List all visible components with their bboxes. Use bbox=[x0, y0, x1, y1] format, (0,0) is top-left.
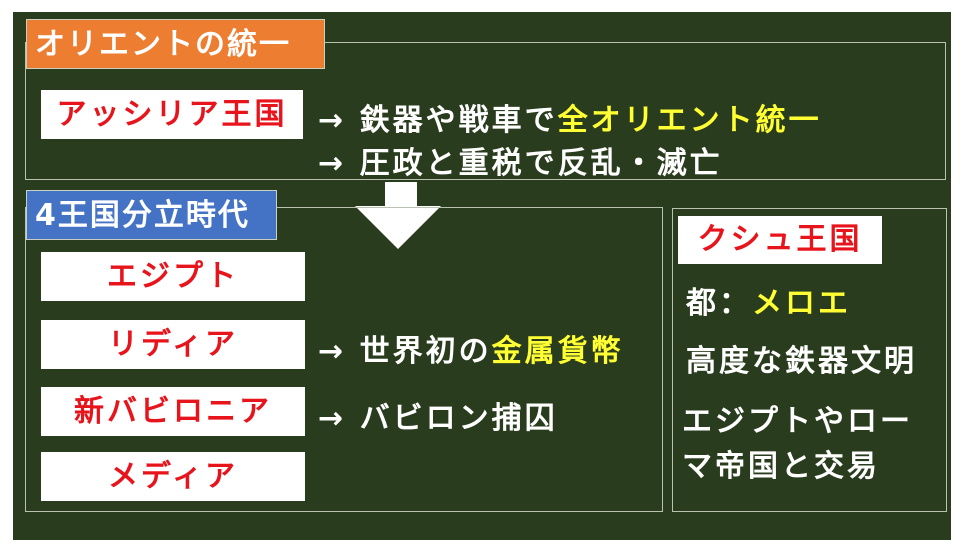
section-kush-frame bbox=[672, 208, 947, 512]
kingdom-lydia: リディア bbox=[41, 320, 305, 369]
kush-note-iron: 高度な鉄器文明 bbox=[686, 344, 917, 379]
assyria-note-1-highlight: 全オリエント統一 bbox=[557, 103, 822, 138]
assyria-label: アッシリア王国 bbox=[41, 90, 303, 139]
kush-capital-label: 都： bbox=[686, 286, 752, 321]
section-unification-title: オリエントの統一 bbox=[26, 19, 325, 69]
section-four-kingdoms-title: 4王国分立時代 bbox=[26, 190, 277, 240]
down-arrow-icon bbox=[355, 182, 441, 249]
babylonia-note: → バビロン捕囚 bbox=[318, 401, 558, 436]
kingdom-media: メディア bbox=[41, 452, 305, 501]
assyria-note-2: → 圧政と重税で反乱・滅亡 bbox=[318, 146, 723, 181]
lydia-note-highlight: 金属貨幣 bbox=[491, 334, 624, 369]
section-unification-frame bbox=[25, 42, 946, 180]
lydia-note-text: → 世界初の bbox=[318, 334, 492, 369]
kush-note-trade-1: エジプトやロー bbox=[682, 404, 913, 439]
kush-capital-name: メロエ bbox=[752, 286, 851, 321]
lydia-note: → 世界初の金属貨幣 bbox=[318, 326, 624, 370]
kush-capital: 都：メロエ bbox=[686, 278, 851, 322]
kingdom-neo-babylonia: 新バビロニア bbox=[41, 387, 305, 436]
section-four-kingdoms-frame bbox=[25, 207, 663, 512]
assyria-note-1: → 鉄器や戦車で全オリエント統一 bbox=[318, 95, 822, 139]
kush-note-trade-2: マ帝国と交易 bbox=[682, 449, 880, 484]
assyria-note-1-text: → 鉄器や戦車で bbox=[318, 103, 558, 138]
kingdom-egypt: エジプト bbox=[41, 252, 305, 301]
kush-title: クシュ王国 bbox=[678, 216, 882, 264]
